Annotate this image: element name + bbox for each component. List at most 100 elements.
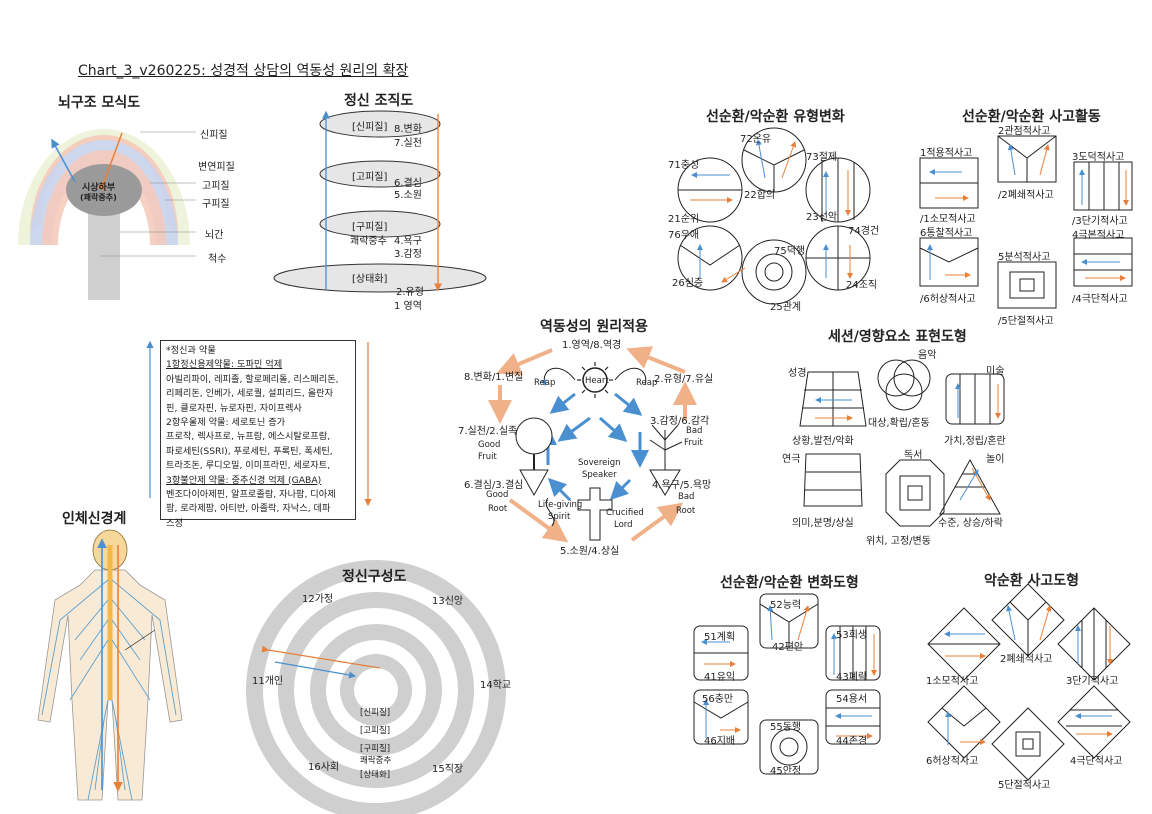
organization-title: 정신 조직도 xyxy=(344,93,414,109)
thinking-title: 선순환/악순환 사고활동 xyxy=(962,109,1101,125)
dyn-spirit: Spirit xyxy=(548,512,571,522)
dyn-fruit: Fruit xyxy=(478,452,497,462)
brain-label-paleocortex: 구피질 xyxy=(202,199,230,210)
drug-line: 스정 xyxy=(166,517,183,529)
org-layer-4-a: 2.유형 xyxy=(396,287,424,298)
brain-center-1: 시상하부 xyxy=(82,183,116,193)
thinking-arrows xyxy=(927,144,1129,281)
dyn-lord: Lord xyxy=(614,520,633,530)
comp-label-faith: 13신앙 xyxy=(432,596,464,607)
comp-label-work: 15직장 xyxy=(432,764,464,775)
pc-label: 73절제 xyxy=(806,152,838,163)
th-label: /1소모적사고 xyxy=(920,214,976,225)
pc-label: 25관계 xyxy=(770,302,802,313)
th-label: 3도덕적사고 xyxy=(1072,152,1125,163)
composition-title: 정신구성도 xyxy=(342,569,407,585)
comp-inner-3: [구피질] xyxy=(360,744,391,754)
inf-label: 대상,확립/혼동 xyxy=(868,418,930,429)
vicious-title: 악순환 사고도형 xyxy=(984,573,1080,589)
vicious-diamonds xyxy=(927,583,1131,781)
comp-label-society: 16사회 xyxy=(308,762,340,773)
drug-line: 파로세틴(SSRI), 푸로세틴, 푸록틴, 폭세틴, xyxy=(166,445,333,457)
cs-label: 52능력 xyxy=(770,600,802,611)
brain-label-spinal: 척수 xyxy=(208,254,227,265)
dyn-sovereign: Sovereign xyxy=(578,458,621,468)
comp-label-individual: 11개인 xyxy=(252,676,284,687)
drug-line: 벤조다이아제핀, 알프로졸람, 자나팜, 디아제 xyxy=(166,489,336,501)
th-label: 5분석적사고 xyxy=(998,252,1051,263)
drug-line: 트라조돈, 루디오밀, 이미프라민, 세로자트, xyxy=(166,460,331,472)
inf-label: 의미,분명/상실 xyxy=(792,518,854,529)
cs-label: 46지배 xyxy=(704,736,736,747)
cs-label: 44존경 xyxy=(836,736,868,747)
cs-label: 42편안 xyxy=(772,642,804,653)
dyn-node-7: 4.욕구/5.욕망 xyxy=(652,480,712,491)
th-label: /6허상적사고 xyxy=(920,294,976,305)
vc-label: 2폐쇄적사고 xyxy=(1000,654,1053,665)
drug-list-box: *정신과 약물 1항정신용제약물: 도파민 억제 아빌리파이, 레피졸, 할로페… xyxy=(160,340,356,529)
vc-label: 5단절적사고 xyxy=(998,780,1051,791)
comp-inner-5: [상태화] xyxy=(360,770,391,780)
dyn-reap-left: Reap xyxy=(534,378,556,388)
dyn-node-8: 5.소원/4.상실 xyxy=(560,546,620,557)
dyn-heart: Heart xyxy=(585,376,609,386)
drug-line: *정신과 약물 xyxy=(166,345,216,356)
brain-label-neocortex: 신피질 xyxy=(200,130,228,141)
th-label: /5단절적사고 xyxy=(998,316,1054,327)
dyn-root: Root xyxy=(488,504,508,514)
inf-label: 연극 xyxy=(782,454,801,465)
org-layer-2: [고피질] xyxy=(352,172,388,183)
cs-label: 55동행 xyxy=(770,722,802,733)
th-label: 2관점적사고 xyxy=(998,126,1051,137)
cs-label: 45안정 xyxy=(770,766,802,777)
dyn-fruit-2: Fruit xyxy=(684,438,703,448)
org-layer-4: [상태화] xyxy=(352,274,388,285)
cs-label: 53희생 xyxy=(836,630,868,641)
org-layer-3-sub: 쾌락중추 xyxy=(350,236,387,247)
brain-label-archicortex: 고피질 xyxy=(202,181,230,192)
inf-label: 가치,정립/혼란 xyxy=(944,436,1006,447)
composition-rings xyxy=(246,560,506,814)
vicious-arrows xyxy=(944,605,1113,745)
dynamics-diagram xyxy=(488,346,697,543)
pattern-change-circles xyxy=(677,127,871,305)
pc-label: 24조직 xyxy=(846,280,878,291)
pattern-change-title: 선순환/악순환 유형변화 xyxy=(706,109,845,125)
pc-label: 23선악 xyxy=(806,212,838,223)
nervous-system-figure xyxy=(37,529,183,801)
dyn-node-5: 3.감정/6.감각 xyxy=(650,416,710,427)
th-label: 1적용적사고 xyxy=(920,148,973,159)
org-layer-3-a: 4.욕구 xyxy=(394,236,422,247)
pc-label: 71충성 xyxy=(668,160,700,171)
comp-label-school: 14학교 xyxy=(480,680,512,691)
dyn-node-1: 1.영역/8.역경 xyxy=(562,340,622,351)
drug-line: 팜, 로라제팜, 아티반, 아졸락, 자낙스, 데파 xyxy=(166,503,331,515)
drug-line: 아빌리파이, 레피졸, 할로페리돌, 리스페리돈, xyxy=(166,373,339,385)
dyn-good-2: Good xyxy=(486,490,509,500)
brain-label-limbic: 변연피질 xyxy=(198,162,235,173)
nervous-title: 인체신경계 xyxy=(62,511,127,527)
drug-line: 1항정신용제약물: 도파민 억제 xyxy=(166,359,283,371)
inf-label: 미술 xyxy=(986,366,1005,377)
influence-arrows xyxy=(815,383,1001,501)
pc-label: 74경건 xyxy=(848,226,880,237)
pc-label: 72온유 xyxy=(740,134,772,145)
brain-diagram xyxy=(18,129,196,300)
change-shapes xyxy=(693,593,881,775)
th-label: /4극단적사고 xyxy=(1072,294,1128,305)
dyn-crucified: Crucified xyxy=(606,508,644,518)
org-layer-1: [신피질] xyxy=(352,122,388,133)
dyn-bad-2: Bad xyxy=(678,492,695,502)
comp-inner-1: [신피질] xyxy=(360,708,391,718)
pattern-change-arrows xyxy=(690,139,853,283)
dyn-speaker: Speaker xyxy=(582,470,617,480)
drug-line: 3항불안제 약물: 중추신경 억제 (GABA) xyxy=(166,474,322,486)
th-label: 4극본적사고 xyxy=(1072,230,1125,241)
vc-label: 6허상적사고 xyxy=(926,756,979,767)
pc-label: 21순위 xyxy=(668,214,700,225)
change-arrows xyxy=(701,605,877,739)
org-layer-2-a: 6.결심 xyxy=(394,178,422,189)
comp-inner-4: 쾌락중추 xyxy=(360,756,392,766)
inf-label: 음악 xyxy=(918,350,937,361)
